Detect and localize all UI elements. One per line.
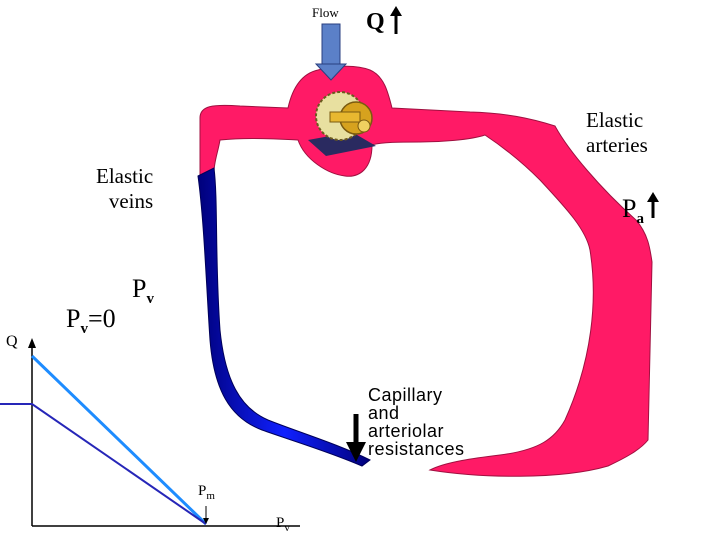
pump-icon: [308, 91, 376, 156]
pa-label: Pa: [622, 196, 644, 227]
pa-up-arrow: [647, 192, 659, 218]
vein-vessel: [197, 167, 371, 467]
pv0-rest: =0: [87, 304, 116, 333]
pm-label: Pm: [198, 484, 215, 502]
capillary-down-arrow: [346, 414, 366, 462]
pa-main: P: [622, 194, 637, 223]
elastic-veins-label: Elastic veins: [96, 164, 154, 214]
flow-arrow: [314, 23, 348, 81]
pv-axis-main: P: [276, 515, 285, 531]
pv0-sub: v: [80, 321, 88, 338]
flow-label: Flow: [312, 5, 339, 20]
venous-return-graph: [0, 338, 300, 527]
pv-main: P: [132, 274, 147, 303]
pv-axis-label: Pv: [276, 516, 290, 534]
q-axis-label: Q: [6, 333, 18, 350]
q-top-label: Q: [366, 9, 385, 35]
pm-sub: m: [206, 490, 215, 502]
q-up-arrow: [390, 6, 402, 34]
pv-sub: v: [146, 291, 154, 308]
curve-normal: [30, 354, 208, 526]
pv-axis-sub: v: [284, 522, 290, 534]
pv-zero-label: Pv=0: [66, 306, 116, 337]
pv-label: Pv: [132, 276, 154, 307]
pa-sub: a: [636, 211, 644, 228]
capillary-label: Capillary and arteriolar resistances: [368, 385, 465, 459]
elastic-arteries-label: Elastic arteries: [586, 108, 648, 158]
y-axis-arrowhead: [28, 338, 36, 348]
pm-main: P: [198, 483, 207, 499]
curve-plateau: [0, 403, 207, 525]
pv0-main: P: [66, 304, 81, 333]
top-vessel: [199, 65, 653, 477]
